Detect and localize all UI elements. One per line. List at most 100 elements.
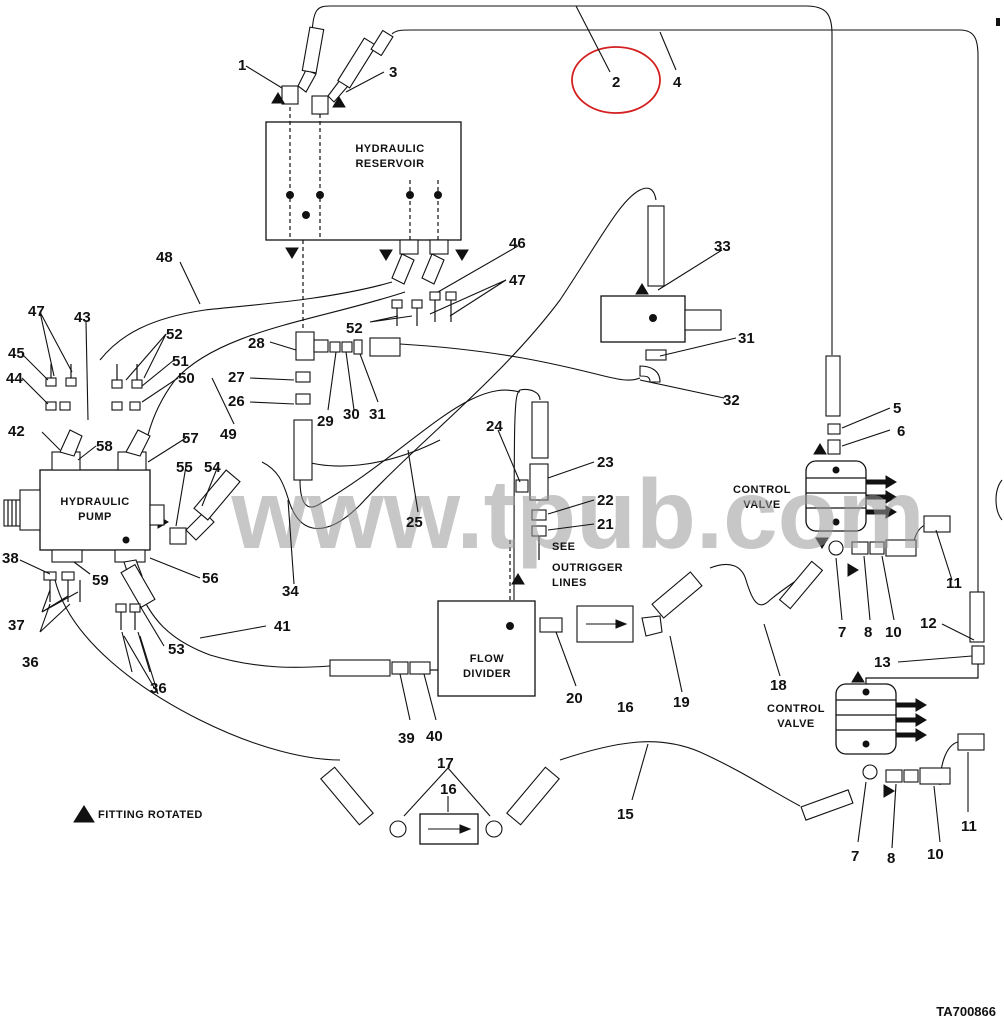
callout-37: 37 [8,617,25,634]
callout-26: 26 [228,393,245,410]
reservoir-label-line1: HYDRAULIC [355,143,424,155]
callout-51: 51 [172,353,189,370]
callout-48: 48 [156,249,173,266]
callout-2: 2 [612,74,620,91]
mounting-hardware [43,291,457,630]
callout-5: 5 [893,400,901,417]
callout-4: 4 [673,74,682,91]
control-valve-lower-label-line1: CONTROL [767,703,825,715]
callout-8: 8 [864,624,872,641]
callout-43: 43 [74,309,91,326]
fitting-rotated-icon [73,805,95,823]
callout-46: 46 [509,235,526,252]
callout-11: 11 [946,575,962,592]
outrigger-note-line2: OUTRIGGER [552,562,623,574]
pump-label-line2: PUMP [78,511,112,523]
callout-52-right: 52 [346,320,363,337]
hydraulic-reservoir: HYDRAULIC RESERVOIR [265,26,462,285]
callout-22: 22 [597,492,614,509]
outrigger-note-line3: LINES [552,577,587,589]
legend: FITTING ROTATED [73,805,203,823]
highlight-circle [571,46,661,114]
callout-56: 56 [202,570,219,587]
edge-arc [995,479,1003,521]
callout-24: 24 [486,418,503,435]
callout-54: 54 [204,459,221,476]
callout-7-lower: 7 [851,848,859,865]
flow-divider-label-line1: FLOW [470,653,504,665]
hose-lines [54,5,979,807]
control-valve-upper-label-line1: CONTROL [733,484,791,496]
callout-31: 31 [369,406,386,423]
callout-21: 21 [597,516,614,533]
callout-59: 59 [92,572,109,589]
callout-1: 1 [238,57,246,74]
callout-32: 32 [723,392,740,409]
edge-mark [996,18,1000,26]
callout-36-left: 36 [22,654,39,671]
legend-text: FITTING ROTATED [98,809,203,821]
flow-divider: FLOW DIVIDER [329,401,703,697]
pump-label-line1: HYDRAULIC [60,496,129,508]
tee-assembly [293,240,401,481]
callout-30: 30 [343,406,360,423]
fitting-rotated-markers [157,92,895,798]
callout-11-lower: 11 [961,818,977,835]
callout-38: 38 [2,550,19,567]
callout-40: 40 [426,728,443,745]
callout-10-lower: 10 [927,846,944,863]
callout-16-lower: 16 [440,781,457,798]
callout-45: 45 [8,345,25,362]
callout-8-lower: 8 [887,850,895,867]
callout-6: 6 [897,423,905,440]
callout-49: 49 [220,426,237,443]
callout-27: 27 [228,369,245,386]
callout-16: 16 [617,699,634,716]
callout-50: 50 [178,370,195,387]
hydraulic-pump: HYDRAULIC PUMP [3,429,241,609]
leader-lines [19,5,975,849]
callout-55: 55 [176,459,193,476]
callout-53: 53 [168,641,185,658]
manifold-33 [600,205,722,383]
callout-12: 12 [920,615,937,632]
control-valve-lower: CONTROL VALVE [767,591,985,821]
callout-47-left: 47 [28,303,45,320]
callout-34: 34 [282,583,299,600]
callout-33: 33 [714,238,731,255]
watermark: www.tpub.com [230,459,924,569]
outrigger-note-line1: SEE [552,541,576,553]
callout-20: 20 [566,690,583,707]
callout-10: 10 [885,624,902,641]
callout-58: 58 [96,438,113,455]
callout-13: 13 [874,654,891,671]
callout-28: 28 [248,335,265,352]
flow-divider-label-line2: DIVIDER [463,668,511,680]
callout-36-right: 36 [150,680,167,697]
callout-42: 42 [8,423,25,440]
callout-19: 19 [673,694,690,711]
callout-18: 18 [770,677,787,694]
callout-31-right: 31 [738,330,755,347]
callout-39: 39 [398,730,415,747]
callout-3: 3 [389,64,397,81]
callout-57: 57 [182,430,199,447]
lower-flow-valve [320,766,560,845]
figure-id: TA700866 [936,1004,996,1019]
reservoir-label-line2: RESERVOIR [355,158,424,170]
control-valve-lower-label-line2: VALVE [777,718,815,730]
callout-25: 25 [406,514,423,531]
control-valve-upper: CONTROL VALVE [733,355,951,610]
callout-47-right: 47 [509,272,526,289]
callout-7: 7 [838,624,846,641]
outrigger-note: SEE OUTRIGGER LINES [552,541,623,589]
callout-52-left: 52 [166,326,183,343]
callout-29: 29 [317,413,334,430]
callout-23: 23 [597,454,614,471]
callout-44: 44 [6,370,23,387]
control-valve-upper-label-line2: VALVE [743,499,781,511]
callout-41: 41 [274,618,291,635]
callout-15: 15 [617,806,634,823]
callout-17: 17 [437,755,454,772]
